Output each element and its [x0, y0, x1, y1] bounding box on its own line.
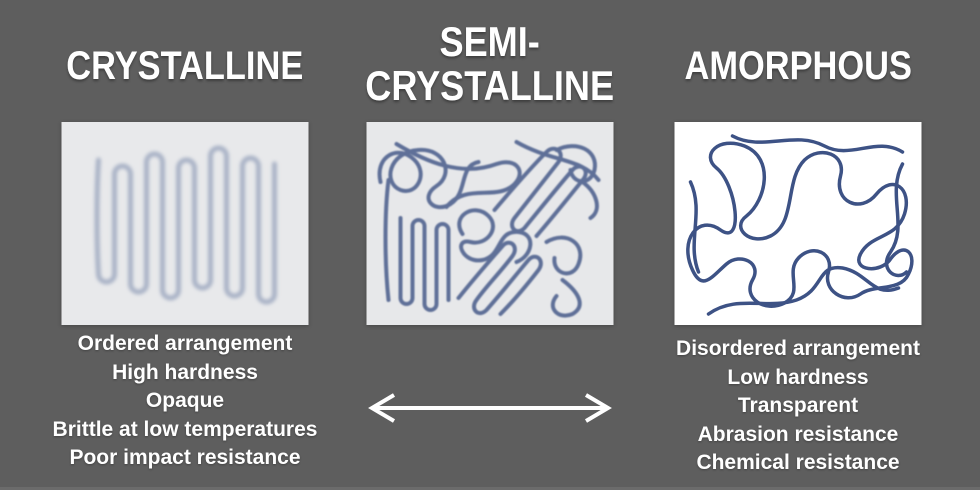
property-item: Ordered arrangement [77, 332, 293, 355]
property-item: Transparent [737, 394, 859, 417]
bottom-edge-strip [0, 487, 980, 490]
heading-amorphous-text: AMORPHOUS [684, 44, 912, 88]
property-item: Disordered arrangement [676, 337, 920, 360]
heading-crystalline: CRYSTALLINE [30, 44, 340, 88]
semi-crystalline-polymer-chains-icon [377, 140, 601, 318]
double-headed-arrow-icon [368, 393, 612, 423]
heading-amorphous: AMORPHOUS [643, 44, 953, 88]
property-item: Chemical resistance [696, 451, 900, 474]
semi-crystalline-structure-image [366, 122, 614, 325]
property-item: Poor impact resistance [69, 446, 301, 469]
amorphous-structure-image [674, 122, 922, 325]
heading-semi-line1: SEMI- [439, 18, 541, 65]
property-item: Brittle at low temperatures [52, 417, 318, 441]
crystalline-polymer-chains-icon [94, 145, 277, 305]
crystalline-structure-image [61, 122, 309, 325]
heading-crystalline-text: CRYSTALLINE [66, 44, 304, 88]
property-item: Low hardness [727, 365, 869, 389]
property-item: Opaque [145, 389, 225, 412]
heading-semi-line2: CRYSTALLINE [365, 62, 615, 109]
crystallinity-spectrum-arrow [360, 388, 620, 428]
column-semi-crystalline: SEMI-CRYSTALLINE [335, 0, 645, 490]
heading-semi-crystalline: SEMI-CRYSTALLINE [335, 20, 645, 108]
property-item: Abrasion resistance [697, 422, 899, 446]
property-item: High hardness [112, 360, 258, 384]
amorphous-polymer-chains-icon [686, 134, 914, 316]
